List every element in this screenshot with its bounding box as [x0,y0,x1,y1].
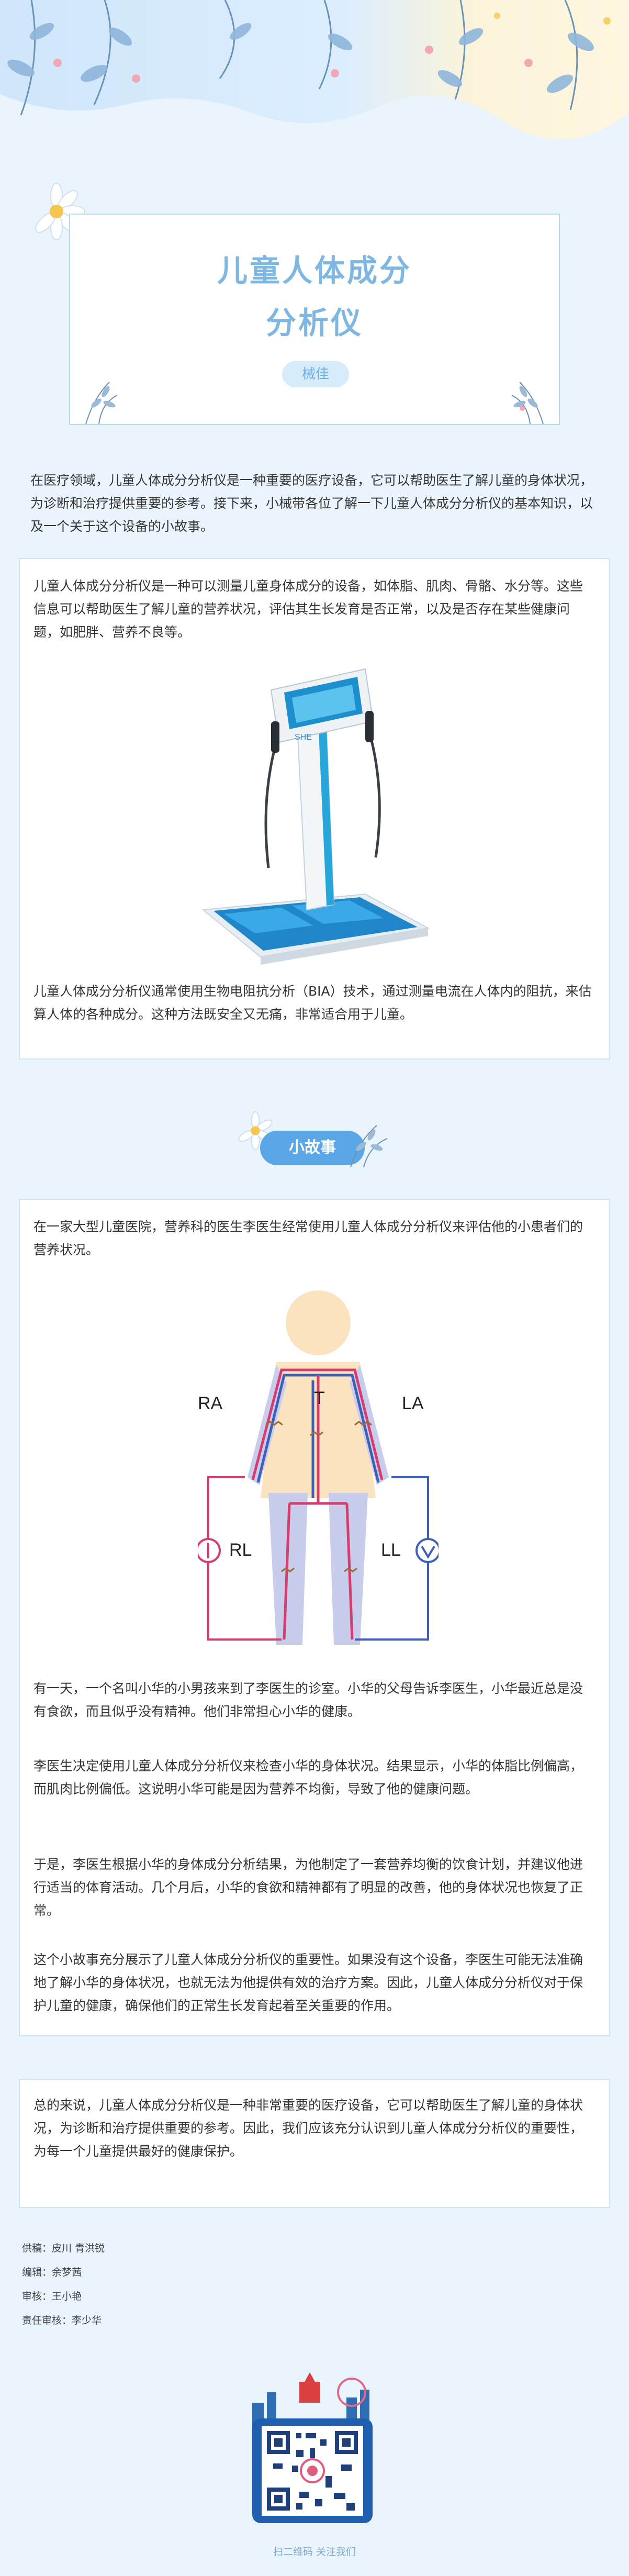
intro-paragraph: 在医疗领域，儿童人体成分分析仪是一种重要的医疗设备，它可以帮助医生了解儿童的身体… [30,473,593,534]
story-section-badge: 小故事 [260,1131,365,1165]
title-card: 儿童人体成分 分析仪 械佳 [69,214,560,425]
device-info-card: 儿童人体成分分析仪是一种可以测量儿童身体成分的设备，如体脂、肌肉、骨骼、水分等。… [19,558,610,1060]
summary-paragraph: 总的来说，儿童人体成分分析仪是一种非常重要的医疗设备，它可以帮助医生了解儿童的身… [33,2098,583,2159]
device-description-paragraph: 儿童人体成分分析仪是一种可以测量儿童身体成分的设备，如体脂、肌肉、骨骼、水分等。… [33,578,583,640]
qr-code-icon[interactable] [242,2371,383,2528]
floral-banner [0,0,629,157]
credit-contributor: 供稿：皮川 青洪锐 [22,2243,105,2254]
daisy-small-icon [238,1111,273,1150]
page-title-line2: 分析仪 [265,305,363,341]
page-title-line1: 儿童人体成分 [217,253,412,288]
story-paragraph-2: 李医生决定使用儿童人体成分分析仪来检查小华的身体状况。结果显示，小华的体脂比例偏… [33,1758,583,1797]
label-ll: LL [381,1540,401,1560]
label-la: LA [402,1393,424,1413]
story-paragraph-1: 有一天，一个名叫小华的小男孩来到了李医生的诊室。小华的父母告诉李医生，小华最近总… [33,1681,583,1719]
story-intro-paragraph: 在一家大型儿童医院，营养科的医生李医生经常使用儿童人体成分分析仪来评估他的小患者… [33,1219,583,1257]
summary-card: 总的来说，儿童人体成分分析仪是一种非常重要的医疗设备，它可以帮助医生了解儿童的身… [19,2079,610,2208]
bia-electrode-body-diagram: RA LA T RL LL [198,1290,439,1645]
leaf-sprig-badge-icon [350,1125,388,1167]
label-t: T [314,1388,325,1408]
floral-decoration-icon [0,0,629,157]
story-paragraph-4: 这个小故事充分展示了儿童人体成分分析仪的重要性。如果没有这个设备，李医生可能无法… [33,1952,583,2013]
bia-technology-paragraph: 儿童人体成分分析仪通常使用生物电阻抗分析（BIA）技术，通过测量电流在人体内的阻… [33,984,592,1022]
device-brand-label: SHE [295,733,312,742]
body-composition-analyzer-image: SHE [201,668,430,965]
label-rl: RL [229,1540,252,1560]
leaf-sprig-icon [85,382,118,424]
qr-caption: 扫二维码 关注我们 [273,2546,356,2558]
credit-editor: 编辑：余梦茜 [22,2267,82,2278]
story-paragraph-3: 于是，李医生根据小华的身体成分分析结果，为他制定了一套营养均衡的饮食计划，并建议… [33,1857,583,1918]
label-ra: RA [198,1393,223,1413]
story-card: 在一家大型儿童医院，营养科的医生李医生经常使用儿童人体成分分析仪来评估他的小患者… [19,1199,610,2036]
leaf-sprig-icon-right [511,382,544,424]
credit-reviewer: 审核：王小艳 [22,2291,82,2302]
author-badge: 械佳 [282,361,349,387]
credit-chief-reviewer: 责任审核：李少华 [22,2315,102,2326]
